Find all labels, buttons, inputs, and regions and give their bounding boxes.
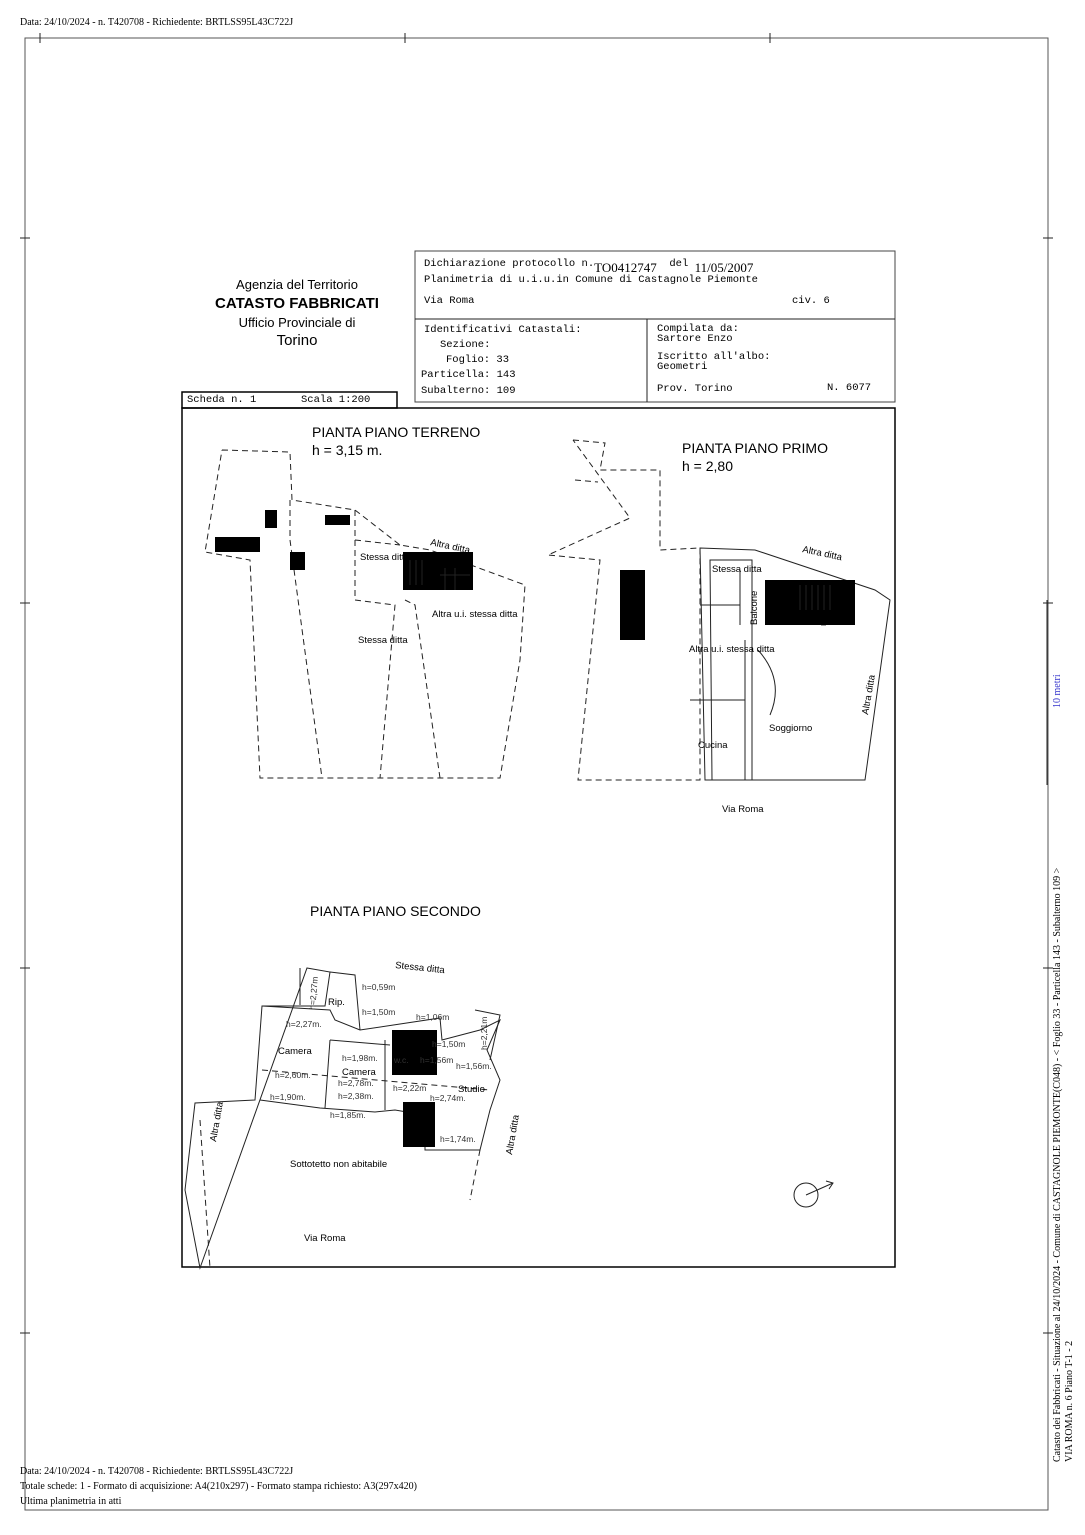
ground-floor-title-text: PIANTA PIANO TERRENO	[312, 424, 481, 440]
side-text-2: VIA ROMA n. 6 Piano T-1 - 2	[1064, 1340, 1075, 1462]
first-label-rip: rip.	[818, 613, 829, 626]
first-label-altra-right: Altra ditta	[860, 673, 878, 715]
ground-label-stessa-2: Stessa ditta	[358, 635, 408, 646]
second-label-camera-2: Camera	[342, 1067, 377, 1078]
height-label: h=2,22m	[393, 1083, 426, 1093]
height-label: h=1,06m	[416, 1012, 449, 1022]
first-label-stessa: Stessa ditta	[712, 564, 762, 575]
height-label: h=2,78m.	[338, 1078, 374, 1088]
compiled-by-label: Compilata da:	[657, 323, 739, 335]
subalterno: Subalterno: 109	[421, 385, 516, 397]
foglio: Foglio: 33	[446, 354, 510, 366]
north-arrow-icon	[793, 1180, 834, 1208]
second-label-camera-1: Camera	[278, 1046, 313, 1057]
scheda-number: Scheda n. 1	[187, 394, 257, 406]
catasto-title: CATASTO FABBRICATI	[215, 295, 379, 312]
first-floor-plan	[546, 439, 891, 781]
first-label-wc: w.c.	[774, 596, 791, 607]
first-label-balcone: Balcone	[749, 591, 760, 625]
first-floor-title-text: PIANTA PIANO PRIMO	[682, 440, 828, 456]
height-label: h=2,74m.	[430, 1093, 466, 1103]
registered: Geometri	[657, 361, 708, 373]
protocol-date: 11/05/2007	[694, 260, 754, 275]
agency-block: Agenzia del Territorio CATASTO FABBRICAT…	[182, 277, 412, 349]
second-floor-title: PIANTA PIANO SECONDO	[310, 903, 481, 919]
first-floor-title: PIANTA PIANO PRIMO h = 2,80	[682, 439, 828, 475]
second-label-altra-right: Altra ditta	[504, 1113, 522, 1155]
height-label: h=1,98m.	[342, 1053, 378, 1063]
ground-label-stessa-1: Stessa ditta	[360, 552, 410, 563]
height-label: h=1,50m	[362, 1007, 395, 1017]
sezione: Sezione:	[440, 339, 491, 351]
height-label: h=1,90m.	[270, 1092, 306, 1102]
date-label: del	[669, 258, 689, 270]
plan-municipality: Planimetria di u.i.u.in Comune di Castag…	[424, 274, 758, 286]
height-label: h=2,27m.	[286, 1019, 322, 1029]
drawing-box	[181, 407, 896, 1268]
second-label-studio: Studio	[458, 1084, 485, 1095]
ground-floor-height: h = 3,15 m.	[312, 442, 383, 458]
height-label: h=1,56m	[420, 1055, 453, 1065]
height-annotations: h=0,59m h=2,27m h=1,50m h=2,27m. h=1,06m…	[270, 976, 492, 1144]
frame-ticks	[20, 33, 1053, 1334]
height-label: h=1,50m	[432, 1039, 465, 1049]
height-label: h=2,60m.	[275, 1070, 311, 1080]
height-label: h=2,27m	[307, 976, 320, 1010]
registration-number: N. 6077	[827, 382, 872, 394]
first-label-cucina: Cucina	[698, 740, 728, 751]
height-label: h=2,38m.	[338, 1091, 374, 1101]
page-frame	[24, 37, 1049, 1511]
first-label-soggiorno: Soggiorno	[769, 723, 812, 734]
office-city: Torino	[276, 332, 318, 349]
street-address: Via Roma	[424, 295, 475, 307]
first-label-altra-ui: Altra u.i. stessa ditta	[689, 644, 775, 655]
province: Prov. Torino	[657, 383, 733, 395]
scale-bar-label: 10 metri	[1052, 674, 1063, 708]
height-label: h=1,85m.	[330, 1110, 366, 1120]
second-label-stessa: Stessa ditta	[395, 960, 446, 976]
protocol-line: Dichiarazione protocollo n.TO0412747 del…	[424, 254, 753, 275]
particella: Particella: 143	[421, 369, 516, 381]
registered-label: Iscritto all'albo:	[657, 351, 771, 363]
protocol-number: TO0412747	[594, 260, 657, 275]
header-request-line: Data: 24/10/2024 - n. T420708 - Richiede…	[20, 17, 294, 28]
footer-last-plan: Ultima planimetria in atti	[20, 1496, 122, 1507]
second-label-rip: Rip.	[328, 997, 345, 1008]
agency-name: Agenzia del Territorio	[236, 277, 358, 292]
side-text-1: Catasto dei Fabbricati - Situazione al 2…	[1052, 867, 1063, 1462]
second-label-street: Via Roma	[304, 1233, 346, 1244]
compiled-by: Sartore Enzo	[657, 333, 733, 345]
scale: Scala 1:200	[301, 394, 371, 406]
ground-floor-title: PIANTA PIANO TERRENO h = 3,15 m.	[312, 423, 480, 459]
ground-floor-plan	[204, 449, 526, 779]
second-label-wc: w.c.	[393, 1055, 409, 1065]
protocol-label: Dichiarazione protocollo n.	[424, 258, 595, 270]
height-label: h=2,21m	[479, 1017, 489, 1050]
ground-label-altra-ui: Altra u.i. stessa ditta	[432, 609, 518, 620]
height-label: h=1,56m.	[456, 1061, 492, 1071]
height-label: h=0,59m	[362, 982, 395, 992]
identifiers-title: Identificativi Catastali:	[424, 324, 582, 336]
first-label-altra-top: Altra ditta	[801, 544, 843, 563]
first-label-street: Via Roma	[722, 804, 764, 815]
first-floor-height: h = 2,80	[682, 458, 733, 474]
footer-format-line: Totale schede: 1 - Formato di acquisizio…	[20, 1481, 417, 1492]
footer-request-line: Data: 24/10/2024 - n. T420708 - Richiede…	[20, 1466, 294, 1477]
second-floor-plan	[184, 967, 502, 1270]
height-label: h=1,74m.	[440, 1134, 476, 1144]
office-label: Ufficio Provinciale di	[238, 315, 356, 330]
second-label-sottotetto: Sottotetto non abitabile	[290, 1159, 387, 1170]
civic-number: civ. 6	[792, 295, 830, 307]
second-label-altra-left: Altra ditta	[208, 1100, 226, 1142]
